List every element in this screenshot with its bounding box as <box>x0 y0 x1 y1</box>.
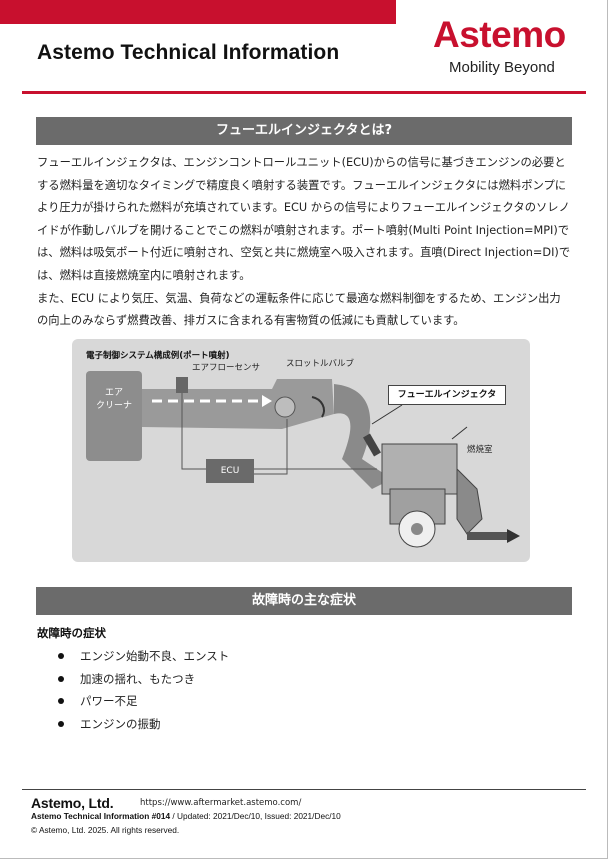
bullet-icon <box>58 720 64 727</box>
page-title: Astemo Technical Information <box>37 41 340 64</box>
throttle-valve-shape <box>274 396 296 418</box>
fuel-injector-label: フューエルインジェクタ <box>388 385 506 405</box>
symptom-text: エンジン始動不良、エンスト <box>80 649 230 663</box>
logo-tagline: Mobility Beyond <box>449 59 555 76</box>
footer-doc-dates: / Updated: 2021/Dec/10, Issued: 2021/Dec… <box>170 811 341 821</box>
ecu-to-throttle-wire <box>254 419 288 475</box>
sensor-wire <box>181 386 206 470</box>
symptom-text: 加速の揺れ、もたつき <box>80 671 196 686</box>
cylinder-head-shape <box>381 443 458 495</box>
list-item: パワー不足 <box>58 690 229 713</box>
symptoms-subheading: 故障時の症状 <box>37 626 106 640</box>
section-heading-symptoms: 故障時の主な症状 <box>36 587 572 615</box>
ecu-box: ECU <box>206 459 254 483</box>
system-diagram-graphic <box>142 377 520 548</box>
exhaust-manifold-shape <box>456 467 483 535</box>
air-cleaner-label: エア クリーナ <box>95 388 132 411</box>
system-diagram: 電子制御システム構成例(ポート噴射) エア クリーナ エアフローセンサ スロット… <box>72 339 530 562</box>
bullet-icon <box>58 653 64 659</box>
symptom-list: エンジン始動不良、エンスト 加速の揺れ、もたつき パワー不足 エンジンの振動 <box>58 645 229 735</box>
bullet-icon <box>58 675 64 682</box>
diagram-caption: 電子制御システム構成例(ポート噴射) <box>86 351 230 361</box>
flow-curve-arrow <box>311 396 325 418</box>
symptom-text: エンジンの振動 <box>80 716 161 731</box>
description-paragraph-2: また、ECU により気圧、気温、負荷などの運転条件に応じて最適な燃料制御をするた… <box>37 291 561 328</box>
footer-doc-info: Astemo Technical Information #014 / Upda… <box>31 811 341 821</box>
footer-copyright: © Astemo, Ltd. 2025. All rights reserved… <box>31 825 180 835</box>
exhaust-arrowhead <box>507 529 520 543</box>
air-flow-sensor-label: エアフローセンサ <box>192 363 261 373</box>
astemo-logo: Astemo Mobility Beyond <box>433 14 593 84</box>
footer-doc-id: Astemo Technical Information #014 <box>31 811 171 821</box>
intake-duct-shape <box>142 379 334 429</box>
airflow-arrowhead <box>262 395 272 407</box>
list-item: 加速の揺れ、もたつき <box>58 668 229 691</box>
list-item: エンジンの振動 <box>58 713 229 736</box>
bullet-icon <box>58 698 64 705</box>
description-text: フューエルインジェクタは、エンジンコントロールユニット(ECU)からの信号に基づ… <box>37 152 572 333</box>
chamber-callout-line <box>451 426 468 440</box>
combustion-chamber-label: 燃焼室 <box>467 445 493 455</box>
symptom-text: パワー不足 <box>80 694 138 709</box>
footer-divider <box>22 789 586 790</box>
list-item: エンジン始動不良、エンスト <box>58 645 229 668</box>
injector-shape <box>363 433 381 457</box>
intake-manifold-shape <box>334 384 392 489</box>
description-paragraph-1: フューエルインジェクタは、エンジンコントロールユニット(ECU)からの信号に基づ… <box>37 156 571 282</box>
logo-wordmark: Astemo <box>433 14 566 55</box>
crankshaft-hub <box>411 523 423 535</box>
air-cleaner: エア クリーナ <box>86 371 142 461</box>
throttle-valve-label: スロットルバルブ <box>286 359 355 369</box>
injector-callout-line <box>371 404 403 425</box>
air-flow-sensor-shape <box>176 377 188 393</box>
footer-url-link[interactable]: https://www.aftermarket.astemo.com/ <box>140 798 302 808</box>
exhaust-pipe <box>467 532 507 540</box>
section-heading-what-is-fuel-injector: フューエルインジェクタとは? <box>36 117 572 145</box>
footer-company-name: Astemo, Ltd. <box>31 795 114 811</box>
header-accent-bar <box>0 0 396 24</box>
header-divider <box>22 91 586 94</box>
